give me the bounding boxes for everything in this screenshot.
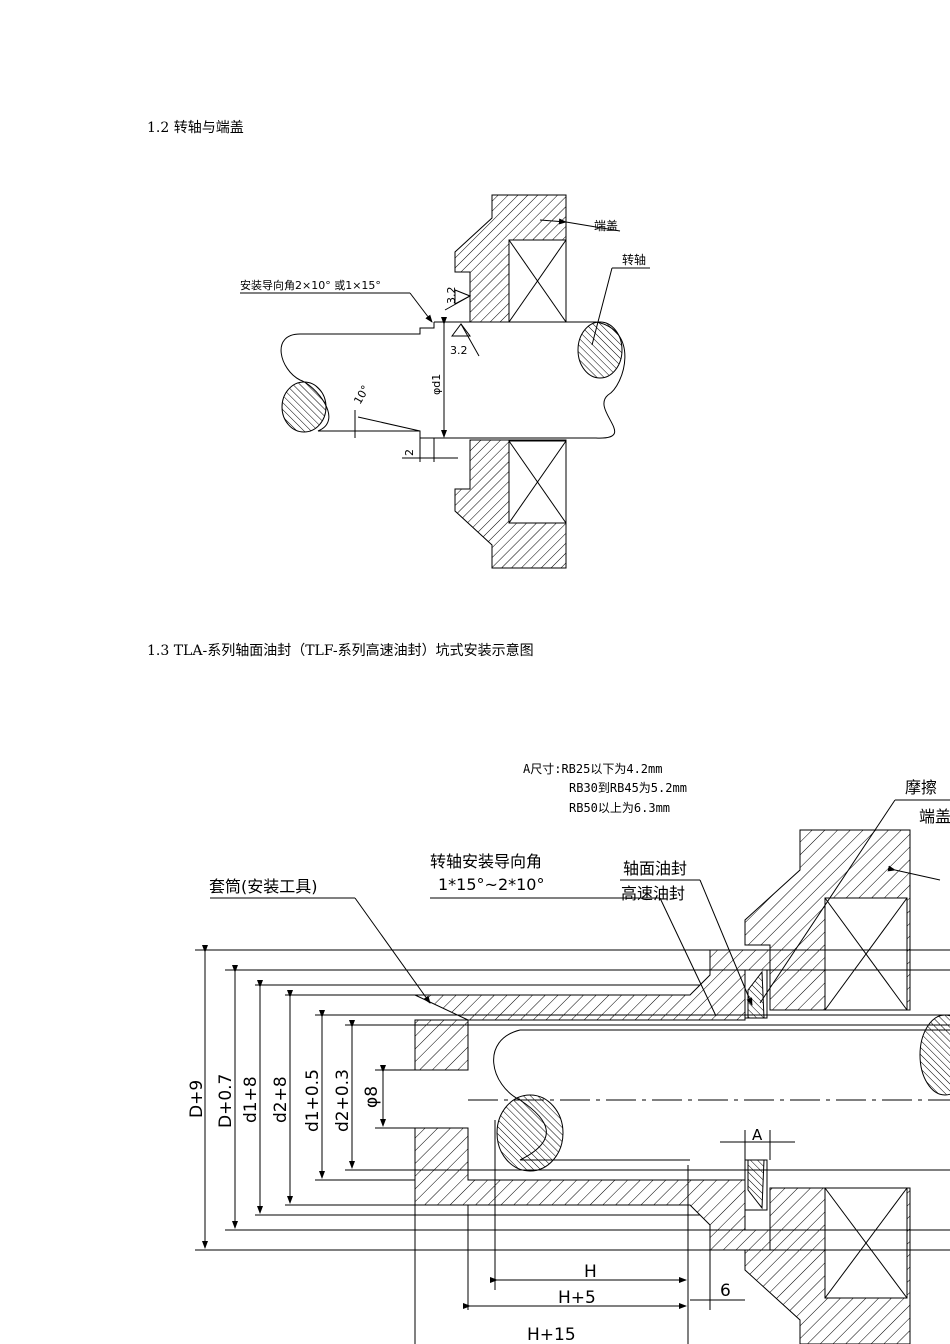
section-heading-1-3: 1.3 TLA-系列轴面油封（TLF-系列高速油封）坑式安装示意图 [147,643,534,659]
shaft-end-cover-drawing [240,194,650,569]
seal-bottom [747,1159,765,1210]
label-chamfer-note: 安装导向角2×10° 或1×15° [240,278,381,292]
dim-6: 6 [720,1281,731,1301]
dim-H15: H+15 [527,1325,576,1344]
a-size-line1: A尺寸:RB25以下为4.2mm [523,762,662,776]
seal-top [747,970,765,1019]
label-end-cover: 端盖 [594,219,618,233]
dim-d1-8: d1+8 [241,1076,261,1123]
dim-H: H [584,1262,597,1282]
label-sleeve-tool: 套筒(安装工具) [209,877,318,896]
label-shaft-chamfer: 转轴安装导向角 [430,852,542,871]
break-section-right [577,321,623,379]
a-size-line3: RB50以上为6.3mm [569,801,670,815]
sleeve-bottom [414,1127,771,1251]
label-end-cover-large: 端盖 [919,807,950,826]
break-section-left [281,381,327,433]
section-heading-1-2: 1.2 转轴与端盖 [147,120,244,136]
label-length: 2 [403,449,416,456]
label-axial-seal: 轴面油封 [623,859,687,878]
dim-phi8: φ8 [362,1086,382,1108]
label-high-speed-seal: 高速油封 [621,884,685,903]
pit-installation-drawing [195,799,950,1344]
label-roughness-1: 3.2 [445,287,458,305]
label-roughness-2: 3.2 [450,344,468,357]
dim-d2-8: d2+8 [271,1076,291,1123]
dim-D07: D+0.7 [216,1074,236,1128]
label-shaft: 转轴 [622,252,646,267]
label-angle: 10° [351,383,372,406]
break-section-large-left [496,1094,564,1172]
dim-d2-03: d2+0.3 [333,1069,353,1132]
sleeve-top [414,949,771,1071]
label-chamfer-values: 1*15°~2*10° [438,875,544,894]
dim-D9: D+9 [187,1080,207,1118]
label-diameter: φd1 [430,374,443,395]
dim-A: A [752,1126,763,1144]
dim-d1-05: d1+0.5 [303,1069,323,1132]
label-friction-partial: 摩擦 [905,778,937,797]
a-size-line2: RB30到RB45为5.2mm [569,781,687,795]
dim-H5: H+5 [558,1288,596,1308]
break-section-large-right [919,1014,950,1096]
